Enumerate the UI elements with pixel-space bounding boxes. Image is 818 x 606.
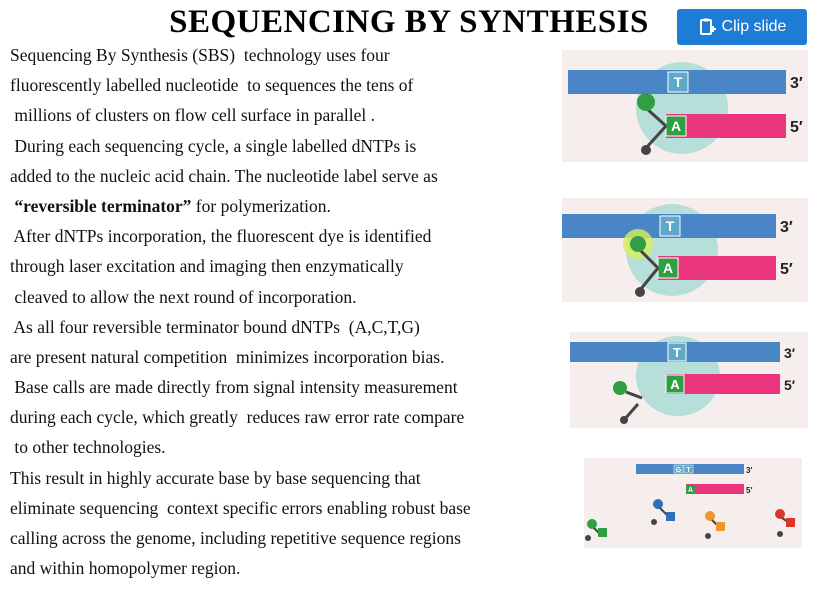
slide-title: SEQUENCING BY SYNTHESIS xyxy=(169,4,649,40)
body-line: during each cycle, which greatly reduces… xyxy=(10,407,465,428)
sbs-figure-incorporation: T 3′ A 5′ xyxy=(562,50,808,162)
template-base-label: T xyxy=(673,345,681,360)
body-line-bold: “reversible terminator” for polymerizati… xyxy=(10,191,570,221)
body-line: During each sequencing cycle, a single l… xyxy=(10,135,417,156)
body-text: Sequencing By Synthesis (SBS) technology… xyxy=(10,40,570,583)
sbs-figure-imaging: T 3′ A 5′ xyxy=(562,198,808,302)
body-line: fluorescently labelled nucleotide to seq… xyxy=(10,75,414,96)
body-line: Base calls are made directly from signal… xyxy=(10,377,458,398)
small-label-g: G xyxy=(676,467,682,474)
clip-icon xyxy=(698,18,716,36)
body-line: millions of clusters on flow cell surfac… xyxy=(10,105,375,126)
five-prime-label: 5′ xyxy=(780,261,793,278)
body-line: cleaved to allow the next round of incor… xyxy=(10,286,357,307)
body-line: As all four reversible terminator bound … xyxy=(10,316,420,337)
small-label-a: A xyxy=(688,487,693,494)
body-line: through laser excitation and imaging the… xyxy=(10,256,404,277)
incorporated-base-label: A xyxy=(671,118,681,134)
body-line: added to the nucleic acid chain. The nuc… xyxy=(10,165,438,186)
sbs-figure-four-dntps: G T 3′ A 5′ xyxy=(584,458,802,548)
body-line: are present natural competition minimize… xyxy=(10,346,445,367)
body-line: This result in highly accurate base by b… xyxy=(10,467,421,488)
body-line: After dNTPs incorporation, the fluoresce… xyxy=(10,226,432,247)
template-base-label: T xyxy=(666,218,675,234)
five-prime-label: 5′ xyxy=(784,377,796,393)
body-line: and within homopolymer region. xyxy=(10,558,241,579)
body-line: to other technologies. xyxy=(10,437,166,458)
body-line: Sequencing By Synthesis (SBS) technology… xyxy=(10,45,390,65)
three-prime-label: 3′ xyxy=(790,75,803,92)
clip-slide-label: Clip slide xyxy=(721,18,787,35)
body-line: calling across the genome, including rep… xyxy=(10,528,461,548)
small-label-t: T xyxy=(686,467,691,474)
sbs-figure-cleavage: T 3′ A 5′ xyxy=(570,332,808,428)
incorporated-base-label: A xyxy=(663,260,673,276)
three-prime-label: 3′ xyxy=(780,219,793,236)
five-prime-label: 5′ xyxy=(790,119,803,136)
body-line: eliminate sequencing context specific er… xyxy=(10,497,471,518)
clip-slide-button[interactable]: Clip slide xyxy=(677,9,807,45)
three-prime-label: 3′ xyxy=(784,345,796,361)
incorporated-base-label: A xyxy=(670,377,680,392)
bold-suffix: for polymerization. xyxy=(191,195,331,216)
three-prime-label: 3′ xyxy=(746,466,752,475)
five-prime-label: 5′ xyxy=(746,486,752,495)
template-base-label: T xyxy=(674,74,683,90)
bold-phrase: “reversible terminator” xyxy=(14,195,192,216)
